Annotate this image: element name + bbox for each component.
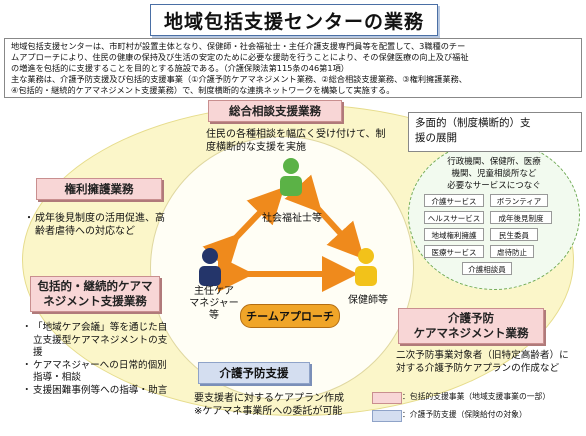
care-manager-icon [199,248,221,286]
houkatsu-item: ケアマネジャーへの日常的個別指導・相談 [22,360,176,385]
nurse-icon [355,248,377,286]
network-item: ヘルスサービス [424,211,484,224]
kenri-list: 成年後見制度の活用促進、高齢者虐待への対応など [24,212,166,238]
yobo-support-line: 要支援者に対するケアプラン作成 [194,393,344,404]
team-approach-badge: チームアプローチ [240,304,340,328]
houkatsu-label-line: 包括的・継続的ケアマ [37,279,153,293]
houkatsu-list: 「地域ケア会議」等を通じた自立支援型ケアマネジメントの支援 ケアマネジャーへの日… [22,322,176,398]
intro-line: ムアプローチにより、住民の健康の保持及び生活の安定のために必要な援助を行うことに… [11,52,469,62]
page-title: 地域包括支援センターの業務 [150,4,438,36]
social-worker-icon [280,158,302,196]
arrow-top-right [284,174,365,260]
network-item: 民生委員 [490,228,538,241]
network-desc-line: 行政機関、保健所、医療 [447,157,541,167]
houkatsu-label-line: ネジメント支援業務 [43,294,147,308]
network-item: 地域権利擁護 [424,228,484,241]
care-manager-label-line: 主任ケア [194,286,234,297]
yobo-cm-label-line: 介護予防 [448,311,494,325]
yobo-support-desc: 要支援者に対するケアプラン作成 ※ケアマネ事業所への委託が可能 [194,392,384,418]
network-title-box: 多面的（制度横断的）支 援の展開 [408,112,582,152]
network-item: ボランティア [490,194,548,207]
network-title-line: 多面的（制度横断的）支 [415,117,531,129]
legend-blue-swatch [372,410,402,422]
network-item: 介護サービス [424,194,484,207]
intro-line: 地域包括支援センターは、市町村が設置主体となり、保健師・社会福祉士・主任介護支援… [11,41,466,51]
care-manager-label-line: 等 [209,310,219,321]
network-desc-line: 必要なサービスにつなぐ [447,181,541,191]
arrow-top-left [202,186,285,272]
houkatsu-label: 包括的・継続的ケアマ ネジメント支援業務 [30,276,160,312]
yobo-cm-desc: 二次予防事業対象者（旧特定高齢者）に対する介護予防ケアプランの作成など [396,350,569,374]
care-manager-label: 主任ケア マネジャー 等 [184,286,244,322]
intro-line: ④包括的・継続的ケアマネジメント支援業務）で、制度横断的な連携ネットワークを構築… [11,85,395,95]
network-item: 虐待防止 [490,245,534,258]
network-title-line: 援の展開 [415,132,457,144]
legend-pink-label: ：包括的支援事業（地域支援事業の一部） [402,392,551,401]
kenri-label: 権利擁護業務 [36,178,162,200]
intro-line: 主な業務は、介護予防支援及び包括的支援事業（①介護予防ケアマネジメント業務、②総… [11,74,467,84]
care-manager-label-line: マネジャー [189,298,239,309]
intro-box: 地域包括支援センターは、市町村が設置主体となり、保健師・社会福祉士・主任介護支援… [4,38,582,98]
houkatsu-item: 「地域ケア会議」等を通じた自立支援型ケアマネジメントの支援 [22,322,176,360]
sogo-desc: 住民の各種相談を幅広く受け付けて、制度横断的な支援を実施 [206,129,386,153]
network-item: 成年後見制度 [490,211,552,224]
yobo-support-label: 介護予防支援 [198,362,310,384]
legend-blue-label: ：介護予防支援（保険給付の対象） [402,410,527,419]
yobo-cm-label-line: ケアマネジメント業務 [413,326,529,340]
social-worker-label: 社会福祉士等 [262,213,322,224]
network-desc: 行政機関、保健所、医療 機関、児童相談所など 必要なサービスにつなぐ [424,156,564,192]
yobo-support-line: ※ケアマネ事業所への委託が可能 [194,406,343,417]
network-item: 医療サービス [424,245,484,258]
kenri-item: 成年後見制度の活用促進、高齢者虐待への対応など [24,212,166,238]
network-desc-line: 機関、児童相談所など [451,169,537,179]
yobo-cm-label: 介護予防 ケアマネジメント業務 [398,308,544,344]
nurse-label: 保健師等 [348,295,388,306]
houkatsu-item: 支援困難事例等への指導・助言 [22,385,176,398]
intro-line: の増進を包括的に支援することを目的とする施設である。（介護保険法第115条の46… [11,63,349,73]
legend-pink-swatch [372,392,402,404]
network-item: 介護相談員 [462,262,512,275]
sogo-label: 総合相談支援業務 [208,100,342,122]
